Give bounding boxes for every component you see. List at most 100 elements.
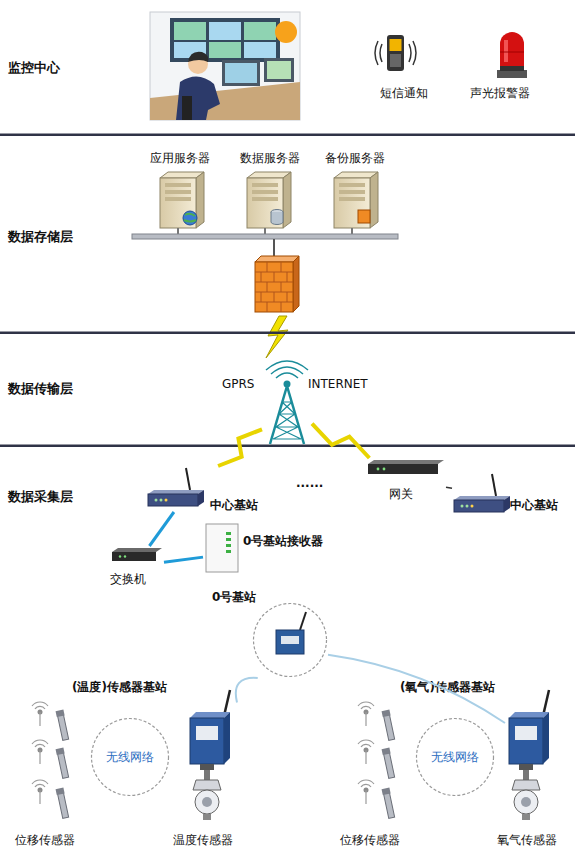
sensor-base-station: (温度)传感器基站: [185, 698, 237, 768]
monitor-scene: [170, 18, 280, 62]
alarm-light-icon: [500, 66, 524, 71]
node-label: 位移传感器: [340, 833, 400, 847]
switch-device: [112, 552, 156, 561]
server-group: [184, 214, 196, 222]
oxygen-sensor: 氧气传感器: [490, 768, 570, 850]
layer-band: 监控中心短信通知声光报警器: [0, 0, 575, 134]
monitor-scene: [174, 22, 206, 40]
sound-light-alarm: 声光报警器: [462, 24, 544, 108]
displacement-sensors-right: [358, 702, 395, 818]
gateway-device: [368, 464, 438, 474]
zero-station-device: [276, 612, 306, 654]
server-group: [271, 212, 283, 225]
radio-tower: [273, 402, 301, 439]
wireless-network: 无线网络: [415, 717, 495, 797]
server-node: 备份服务器: [319, 150, 391, 232]
network-bus: [132, 234, 398, 239]
node-label: 无线网络: [431, 750, 479, 764]
lightning-bolt: [266, 316, 288, 358]
zero-station-device: [281, 636, 299, 644]
temperature-sensor: 温度传感器: [170, 768, 250, 850]
wireless-link: [218, 429, 262, 466]
zero-station-device: [300, 612, 306, 630]
firewall-icon: [255, 262, 293, 312]
node-label: 位移传感器: [15, 833, 75, 847]
switch-device: [119, 555, 121, 557]
monitor-scene: [150, 12, 300, 120]
monitor-scene: [264, 58, 294, 82]
layer-title: 数据采集层: [8, 490, 73, 504]
server-group: [160, 172, 204, 228]
server-group: [247, 172, 291, 228]
displacement-sensor: 位移传感器: [12, 698, 90, 850]
monitor-scene: [244, 22, 276, 40]
wireless-link: [312, 424, 369, 458]
dashed-circle: [417, 719, 494, 796]
radio-tower: [271, 367, 303, 374]
server-group: [160, 172, 378, 228]
radio-tower: [266, 361, 308, 444]
node-label: 备份服务器: [325, 151, 385, 165]
dashed-circle: [254, 604, 327, 677]
alarm-light-icon: [504, 40, 508, 62]
switch-device: [112, 548, 162, 552]
gateway-device: [368, 460, 444, 464]
displacement-sensors-left: [32, 780, 69, 818]
alarm-light-icon: [497, 70, 527, 78]
phone-icon: [413, 41, 416, 65]
wireless-network: 无线网络: [90, 717, 170, 797]
node-label: 网关: [389, 487, 413, 501]
monitor-scene: [209, 22, 241, 40]
switch-device: [124, 555, 126, 557]
displacement-sensors-left: [32, 702, 69, 818]
displacement-sensor: 位移传感器: [338, 698, 416, 850]
node-label: 氧气传感器: [497, 833, 557, 847]
radio-tower: [270, 386, 287, 444]
cable-link: [446, 487, 452, 488]
switch-device: [112, 548, 162, 561]
receiver-device: [206, 524, 238, 572]
ellipsis-label: ······: [296, 479, 323, 493]
monitor-scene: [150, 12, 300, 120]
node-label: 中心基站: [210, 498, 258, 512]
displacement-sensors-right: [358, 702, 395, 740]
node-label: 短信通知: [380, 86, 428, 100]
dashed-circle-outline: [252, 602, 328, 678]
cable-link: [164, 557, 203, 562]
alarm-light-icon: [497, 32, 527, 78]
monitor-scene: [267, 61, 291, 79]
server-group: [183, 211, 197, 225]
displacement-sensors-left: [32, 702, 69, 740]
alarm-light-icon: [500, 32, 524, 66]
monitor-scene: [225, 63, 257, 83]
center-base-station: 中心基站: [452, 484, 572, 514]
layer-title: 数据存储层: [8, 230, 73, 244]
radio-tower-node: GPRSINTERNET: [262, 372, 312, 445]
monitor-scene: [176, 76, 220, 120]
receiver-device: [226, 544, 231, 547]
node-label: 无线网络: [106, 750, 154, 764]
phone-icon: [390, 39, 402, 51]
receiver-device: [206, 524, 238, 572]
radio-tower: [287, 386, 304, 444]
node-label: 0号基站接收器: [243, 534, 323, 548]
gateway-device: [377, 468, 380, 471]
phone-icon: [409, 44, 411, 62]
node-label: 中心基站: [510, 498, 558, 512]
receiver-device: [226, 538, 231, 541]
node-label: (氧气)传感器基站: [400, 680, 495, 694]
receiver-device: [226, 532, 231, 535]
server-node: 应用服务器: [145, 150, 217, 232]
server-node: 数据服务器: [232, 150, 304, 232]
temperature-station-device: [190, 690, 230, 820]
center-station-left: [148, 468, 204, 506]
displacement-sensors-right: [358, 780, 395, 818]
layer-band: 数据传输层GPRSINTERNET: [0, 332, 575, 445]
center-station-left: [186, 468, 190, 490]
phone-icon: [375, 35, 416, 71]
monitor-scene: [209, 42, 241, 58]
monitor-scene: [188, 52, 208, 62]
firewall-icon: [255, 256, 299, 312]
